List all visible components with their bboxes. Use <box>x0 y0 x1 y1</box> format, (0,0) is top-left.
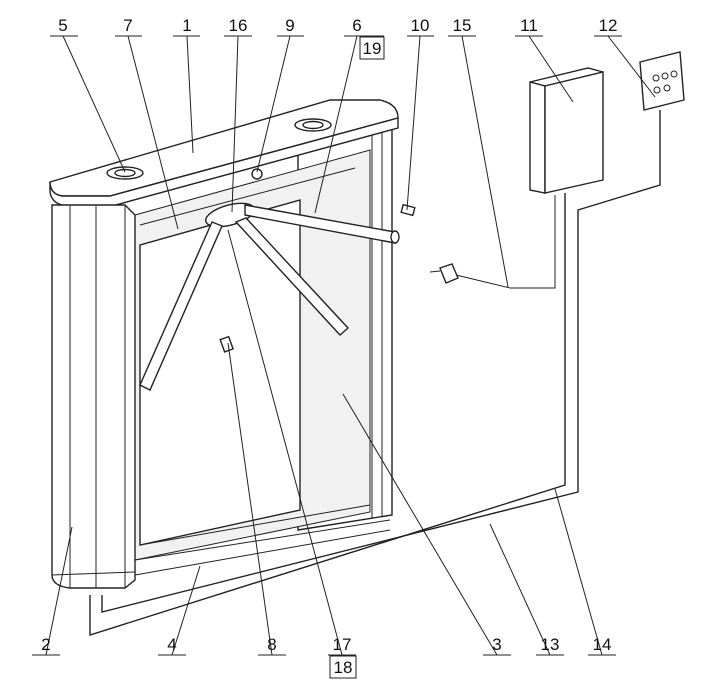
label-2: 2 <box>41 635 50 654</box>
cables <box>89 110 661 636</box>
label-6: 6 <box>352 16 361 35</box>
label-15: 15 <box>453 16 472 35</box>
top-housing <box>49 99 399 207</box>
label-14: 14 <box>593 635 612 654</box>
label-1: 1 <box>182 16 191 35</box>
label-10: 10 <box>411 16 430 35</box>
label-18: 18 <box>334 658 353 677</box>
label-12: 12 <box>599 16 618 35</box>
label-17: 17 <box>333 635 352 654</box>
label-5: 5 <box>58 16 67 35</box>
label-7: 7 <box>123 16 132 35</box>
leader-lines <box>32 35 656 679</box>
label-16: 16 <box>229 16 248 35</box>
front-pillar <box>51 204 136 589</box>
label-13: 13 <box>541 635 560 654</box>
label-19: 19 <box>363 39 382 58</box>
label-4: 4 <box>167 635 176 654</box>
passage-frame <box>134 149 391 576</box>
small-parts <box>219 195 556 353</box>
label-3: 3 <box>492 635 501 654</box>
label-8: 8 <box>267 635 276 654</box>
remote-control-panel <box>639 51 685 111</box>
label-11: 11 <box>520 16 538 35</box>
label-9: 9 <box>285 16 294 35</box>
power-supply-box <box>529 67 604 194</box>
tripod-arms <box>139 202 400 391</box>
callout-labels: 5 7 1 16 9 6 19 10 15 11 12 2 4 8 17 18 … <box>41 16 617 677</box>
